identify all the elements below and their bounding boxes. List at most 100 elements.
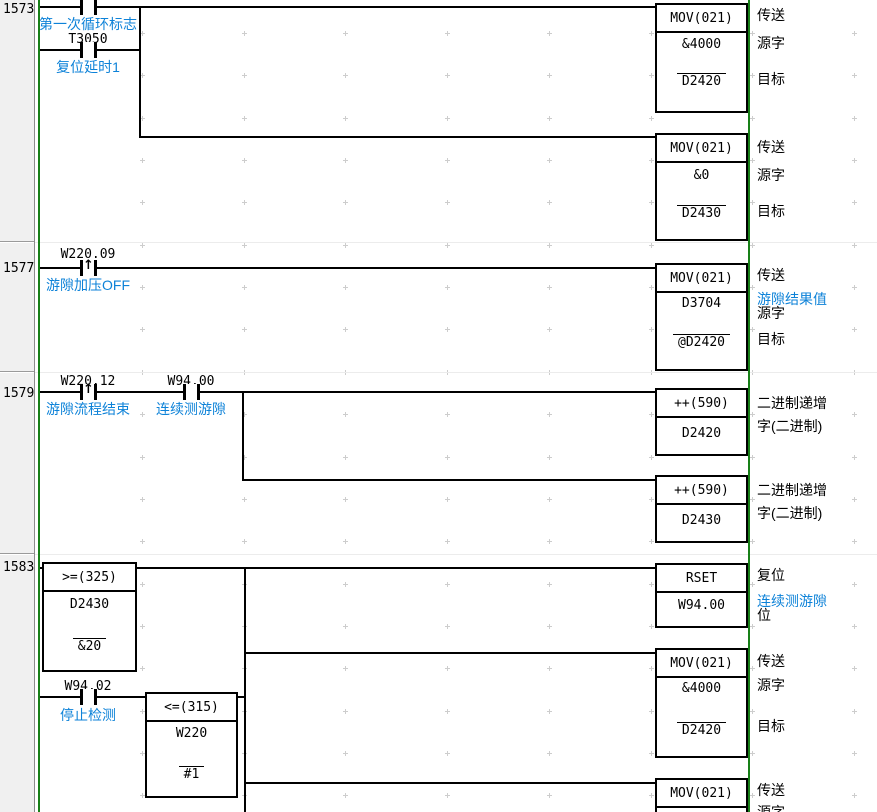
gutter-divider — [0, 371, 34, 372]
contact-bar-icon — [94, 384, 97, 400]
block-operand: D2420 — [681, 426, 722, 441]
increment-block-1[interactable]: ++(590) D2420 — [655, 388, 748, 456]
grid-dot-icon — [445, 751, 450, 756]
wire-rung1573-output2 — [139, 136, 655, 138]
contact-first-cycle-flag[interactable] — [80, 0, 97, 15]
contact-comment: 复位延时1 — [56, 59, 120, 75]
op-comment: 二进制递增 — [757, 482, 827, 498]
op-comment: 目标 — [757, 203, 785, 219]
contact-comment: 第一次循环标志 — [39, 16, 137, 32]
mov-block-4[interactable]: MOV(021) &4000 D2420 — [655, 648, 748, 758]
rung-number[interactable]: 1577 — [3, 261, 35, 276]
grid-dot-icon — [140, 243, 145, 248]
grid-dot-icon — [445, 582, 450, 587]
mov-block-2[interactable]: MOV(021) &0 D2430 — [655, 133, 748, 241]
mov-block-5-clipped[interactable]: MOV(021) — [655, 778, 748, 812]
op-comment: 目标 — [757, 718, 785, 734]
grid-dot-icon — [242, 455, 247, 460]
grid-dot-icon — [445, 116, 450, 121]
contact-bar-icon — [94, 260, 97, 276]
grid-dot-icon — [852, 327, 857, 332]
block-mnemonic: MOV(021) — [657, 780, 746, 808]
grid-dot-icon — [750, 666, 755, 671]
grid-dot-icon — [343, 243, 348, 248]
grid-dot-icon — [242, 497, 247, 502]
grid-dot-icon — [547, 624, 552, 629]
grid-dot-icon — [852, 243, 857, 248]
block-operand: W220 — [175, 726, 208, 741]
grid-dot-icon — [140, 327, 145, 332]
block-mnemonic: MOV(021) — [657, 135, 746, 163]
right-power-rail — [748, 0, 750, 812]
grid-dot-icon — [852, 539, 857, 544]
grid-dot-icon — [750, 327, 755, 332]
compare-block-geq325[interactable]: >=(325) D2430 &20 — [42, 562, 137, 672]
rset-block[interactable]: RSET W94.00 — [655, 563, 748, 628]
rung-number[interactable]: 1583 — [3, 560, 35, 575]
grid-dot-icon — [242, 285, 247, 290]
contact-w94-00[interactable] — [183, 384, 200, 400]
rung-number[interactable]: 1579 — [3, 386, 35, 401]
block-mnemonic: ++(590) — [657, 390, 746, 418]
rising-edge-arrow-icon: ↑ — [83, 258, 94, 273]
operand-overline: &20 — [72, 638, 107, 654]
grid-dot-icon — [750, 285, 755, 290]
grid-dot-icon — [852, 709, 857, 714]
grid-dot-icon — [750, 751, 755, 756]
rung-number-gutter: 1573 1577 1579 1583 — [0, 0, 35, 812]
mov-block-1[interactable]: MOV(021) &4000 D2420 — [655, 3, 748, 113]
grid-dot-icon — [140, 497, 145, 502]
block-mnemonic: RSET — [657, 565, 746, 593]
grid-dot-icon — [140, 116, 145, 121]
grid-dot-icon — [343, 539, 348, 544]
rung-number[interactable]: 1573 — [3, 2, 35, 17]
grid-dot-icon — [547, 497, 552, 502]
symbol-comment: 游隙结果值 — [757, 291, 827, 307]
grid-dot-icon — [852, 666, 857, 671]
operand-overline: D2430 — [676, 205, 727, 221]
grid-dot-icon — [547, 582, 552, 587]
grid-dot-icon — [343, 73, 348, 78]
grid-dot-icon — [242, 158, 247, 163]
grid-dot-icon — [242, 412, 247, 417]
contact-t3050[interactable] — [80, 42, 97, 58]
contact-w220-09[interactable]: ↑ — [80, 258, 97, 276]
grid-dot-icon — [852, 497, 857, 502]
grid-dot-icon — [750, 497, 755, 502]
grid-dot-icon — [140, 539, 145, 544]
op-comment: 目标 — [757, 71, 785, 87]
grid-dot-icon — [750, 624, 755, 629]
block-operand: D2430 — [657, 205, 746, 221]
grid-dot-icon — [445, 285, 450, 290]
contact-gap — [83, 260, 94, 276]
grid-dot-icon — [649, 497, 654, 502]
block-operand: #1 — [147, 766, 236, 782]
op-comment: 源字 — [757, 677, 785, 693]
contact-w220-12[interactable]: ↑ — [80, 382, 97, 400]
increment-block-2[interactable]: ++(590) D2430 — [655, 475, 748, 543]
grid-dot-icon — [649, 582, 654, 587]
grid-dot-icon — [445, 666, 450, 671]
block-mnemonic: >=(325) — [44, 564, 135, 592]
contact-w94-02[interactable] — [80, 689, 97, 705]
wire-rung1579-branch-vertical — [242, 391, 244, 481]
grid-dot-icon — [445, 243, 450, 248]
contact-comment: 游隙流程结束 — [46, 401, 130, 417]
grid-dot-icon — [852, 285, 857, 290]
grid-dot-icon — [649, 200, 654, 205]
grid-dot-icon — [750, 243, 755, 248]
mov-block-3[interactable]: MOV(021) D3704 @D2420 — [655, 263, 748, 371]
grid-dot-icon — [547, 243, 552, 248]
grid-dot-icon — [140, 158, 145, 163]
grid-dot-icon — [140, 666, 145, 671]
compare-block-leq315[interactable]: <=(315) W220 #1 — [145, 692, 238, 798]
grid-dot-icon — [852, 793, 857, 798]
grid-dot-icon — [343, 455, 348, 460]
symbol-comment: 连续测游隙 — [757, 593, 827, 609]
grid-dot-icon — [852, 412, 857, 417]
grid-dot-icon — [140, 793, 145, 798]
grid-dot-icon — [750, 412, 755, 417]
grid-dot-icon — [852, 31, 857, 36]
op-comment: 位 — [757, 607, 771, 623]
contact-comment: 连续测游隙 — [156, 401, 226, 417]
